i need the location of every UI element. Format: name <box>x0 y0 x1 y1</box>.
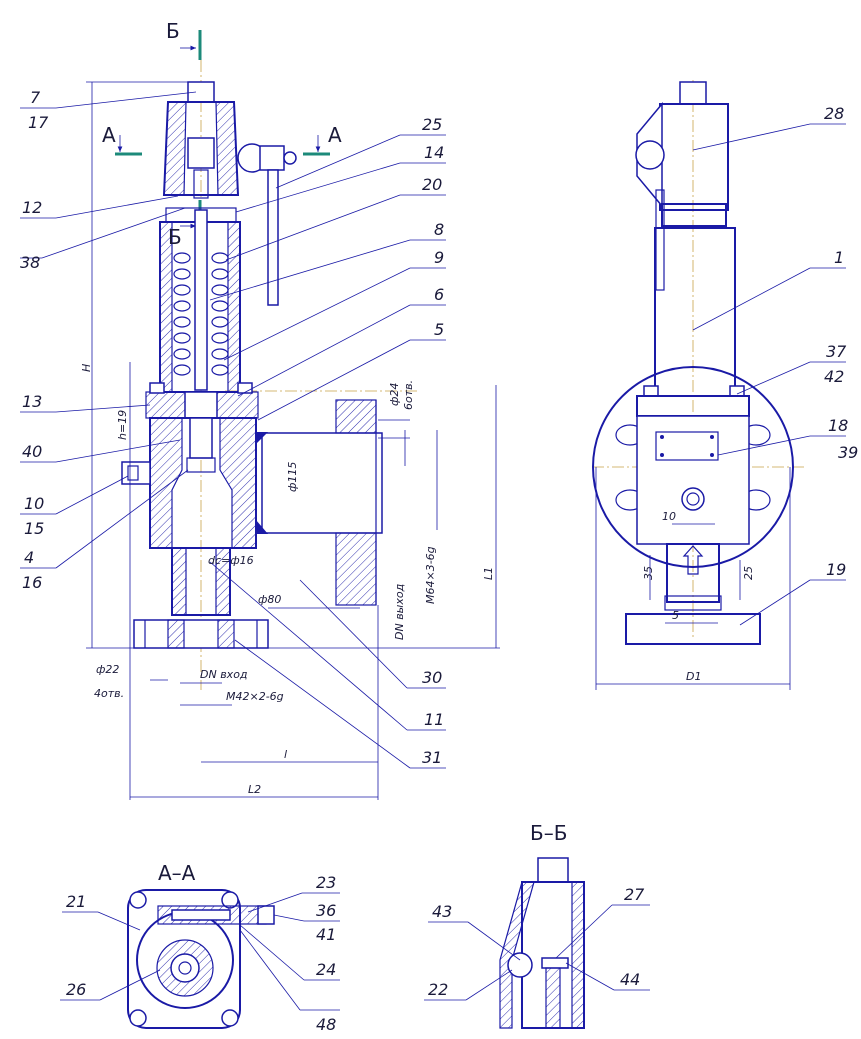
callout: 20 <box>422 175 442 194</box>
dim-L1: L1 <box>482 567 495 580</box>
dim-dn-out: DN выход <box>393 584 406 640</box>
callout: 19 <box>826 560 846 579</box>
dim-D1: D1 <box>686 670 701 683</box>
callout: 26 <box>66 980 86 999</box>
dim-25: 25 <box>742 566 755 580</box>
callout: 12 <box>22 198 42 217</box>
dim-phi80: ф80 <box>258 593 281 606</box>
callout: 44 <box>620 970 640 989</box>
callout: 31 <box>422 748 442 767</box>
section-mark-a-right: А <box>328 123 342 147</box>
callout: 15 <box>24 519 44 538</box>
section-mark-a-left: А <box>102 123 116 147</box>
callout: 9 <box>434 248 444 267</box>
callout: 40 <box>22 442 42 461</box>
callout: 13 <box>22 392 42 411</box>
dim-35: 35 <box>642 566 655 580</box>
dim-phi115: ф115 <box>286 462 299 492</box>
callout: 7 <box>30 88 41 107</box>
callout: 28 <box>824 104 844 123</box>
section-title-aa: А–А <box>158 861 196 885</box>
callout: 22 <box>428 980 448 999</box>
dim-dn-in: DN вход <box>200 668 248 681</box>
callout: 23 <box>316 873 336 892</box>
callout: 36 <box>316 901 336 920</box>
callout: 4 <box>24 548 34 567</box>
callout: 24 <box>316 960 336 979</box>
dim-L2: L2 <box>248 783 261 796</box>
labels: Б Б А А А–А Б–Б 7 17 12 38 13 40 10 15 4… <box>20 19 858 1034</box>
section-a-a-view <box>60 889 340 1029</box>
dim-phi22: ф22 <box>96 663 119 676</box>
dim-holes4: 4отв. <box>94 687 124 700</box>
callout: 10 <box>24 494 44 513</box>
spring <box>173 252 229 376</box>
main-section-view <box>20 30 500 800</box>
callout: 14 <box>424 143 444 162</box>
dim-H: H <box>80 364 93 372</box>
dim-holes6: 6отв. <box>402 380 415 410</box>
callout: 41 <box>316 925 336 944</box>
dim-5: 5 <box>672 609 679 622</box>
callout: 17 <box>28 113 49 132</box>
dim-10: 10 <box>662 510 676 523</box>
section-title-bb: Б–Б <box>530 821 567 845</box>
section-mark-b-top: Б <box>166 19 180 43</box>
callout: 16 <box>22 573 42 592</box>
callout: 18 <box>828 416 848 435</box>
callout: 8 <box>434 220 444 239</box>
side-view <box>592 80 846 690</box>
callout: 25 <box>422 115 442 134</box>
section-b-b-view <box>424 857 650 1029</box>
dim-h: h=19 <box>116 410 129 440</box>
callout: 48 <box>316 1015 336 1034</box>
callout: 27 <box>624 885 645 904</box>
callout: 39 <box>838 443 858 462</box>
dim-m64: M64×3-6g <box>424 546 437 604</box>
callout: 42 <box>824 367 844 386</box>
callout: 30 <box>422 668 442 687</box>
callout: 11 <box>424 710 444 729</box>
dim-dc: dс=ф16 <box>208 554 254 567</box>
callout: 21 <box>66 892 86 911</box>
dim-phi24: ф24 <box>388 383 401 406</box>
callout: 6 <box>434 285 444 304</box>
dim-l: l <box>284 748 287 761</box>
callout: 37 <box>826 342 847 361</box>
callout: 43 <box>432 902 452 921</box>
callout: 1 <box>834 248 844 267</box>
callout: 5 <box>434 320 444 339</box>
dim-m42: M42×2-6g <box>226 690 284 703</box>
section-mark-b-bottom: Б <box>168 225 182 249</box>
callout: 38 <box>20 253 40 272</box>
